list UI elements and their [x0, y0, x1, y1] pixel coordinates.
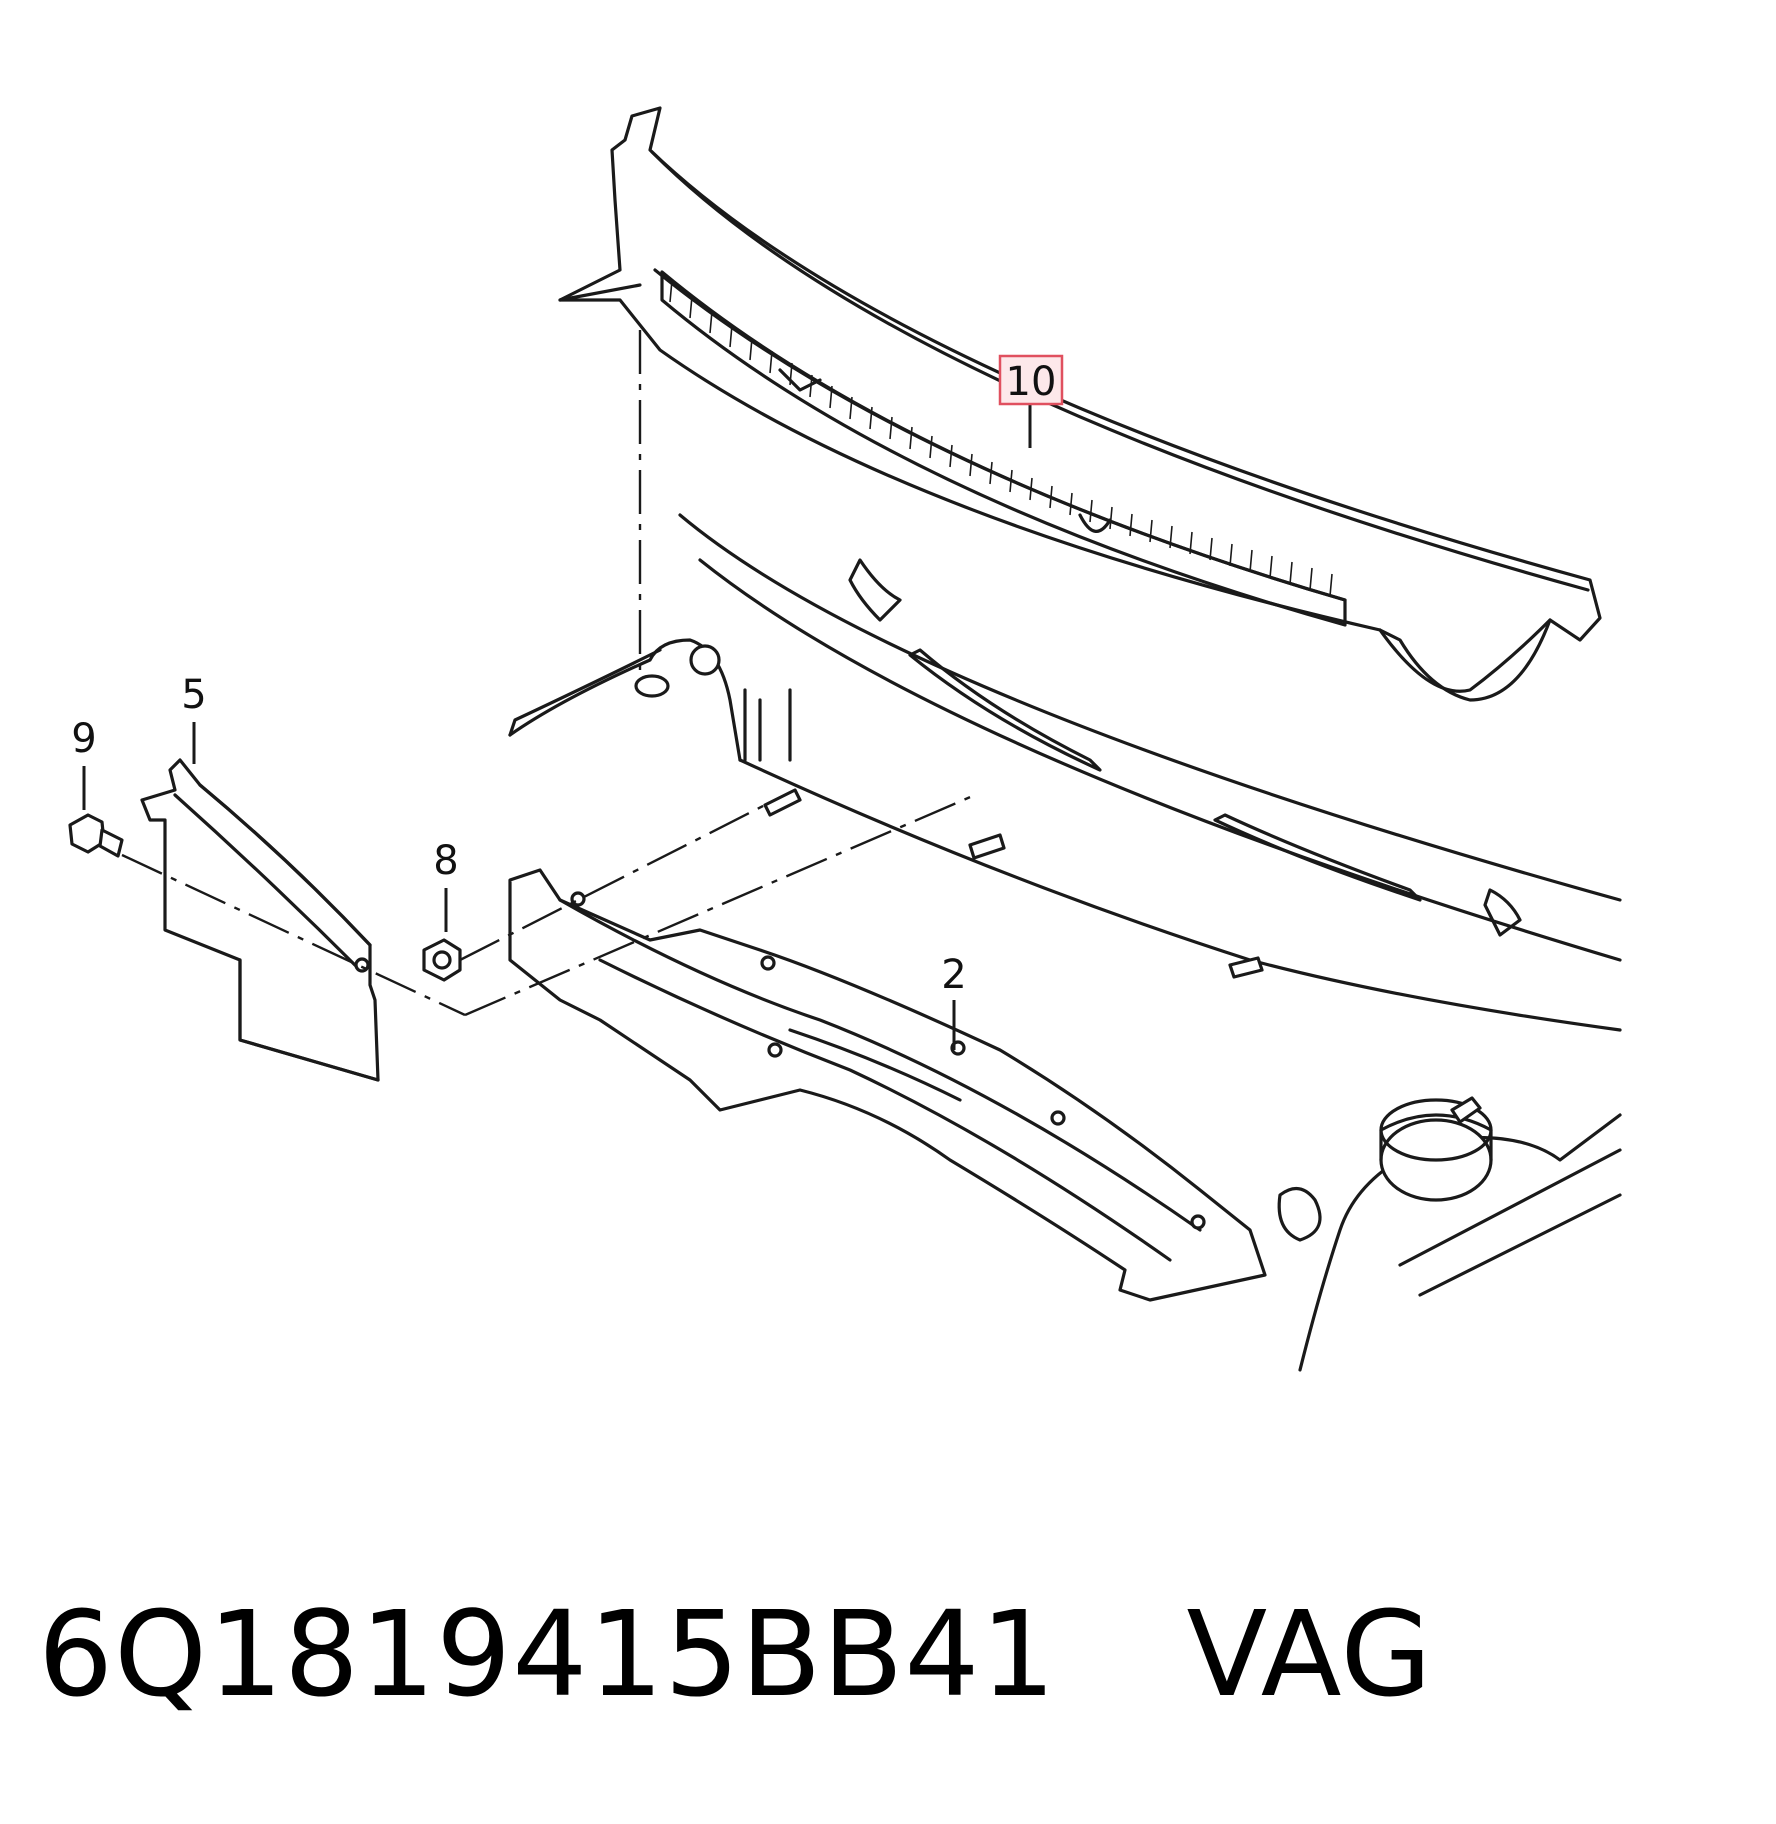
- strut-bolt: [1450, 1096, 1482, 1124]
- channel-clip-2: [760, 955, 776, 971]
- part-number-caption: 6Q1819415BB41 VAG: [38, 1585, 1433, 1723]
- part-number: 6Q1819415BB41: [38, 1585, 1057, 1723]
- bulkhead-hole-1: [689, 644, 721, 676]
- callout-leaders: [82, 402, 1032, 1050]
- strut-mount-top: [1379, 1113, 1493, 1162]
- cowl-grille-frame: [660, 270, 1347, 627]
- bulkhead-left-lip: [508, 648, 662, 737]
- callout-2-label[interactable]: 2: [941, 952, 966, 998]
- cowl-left-tab: [558, 283, 642, 302]
- channel-clip-4: [1050, 1110, 1066, 1126]
- strut-mount-ring: [1379, 1098, 1493, 1162]
- channel-clip-6: [767, 1042, 783, 1058]
- cowl-end-curve: [1378, 618, 1552, 693]
- channel-clip-5: [1190, 1214, 1206, 1230]
- bulkhead-upper-line: [678, 513, 1622, 902]
- channel-outline: [508, 868, 1267, 1302]
- strut-rail: [1398, 1148, 1622, 1297]
- body-bolts: [763, 788, 1264, 979]
- part-8-nut: [422, 938, 462, 982]
- bulkhead-tab-2: [1483, 888, 1522, 937]
- bulkhead-slot-1: [908, 648, 1102, 772]
- side-cover-outer-edge: [198, 783, 372, 947]
- side-cover-top-edge: [173, 793, 362, 972]
- bulkhead-ribs: [743, 688, 792, 762]
- callout-10-label[interactable]: 10: [1006, 359, 1057, 405]
- side-cover-flap: [238, 958, 380, 1082]
- assembly-line-nut: [459, 803, 766, 962]
- channel-groove: [598, 958, 1172, 1262]
- cowl-notch-2: [1078, 513, 1112, 533]
- bolt-9-shank: [98, 828, 124, 858]
- bulkhead-mid-line: [698, 558, 1622, 962]
- strut-tower: [1277, 1096, 1622, 1372]
- assembly-line-upper: [464, 793, 976, 1017]
- nut-8-hex: [422, 938, 462, 982]
- assembly-lines: [121, 330, 976, 1017]
- callout-5-label[interactable]: 5: [181, 672, 206, 718]
- channel-rib: [788, 1028, 962, 1102]
- callout-labels: 10 5 9 8 2: [71, 354, 1064, 998]
- part-9-bolt: [68, 813, 124, 858]
- bulkhead-body-panel: [508, 513, 1622, 1032]
- nut-8-bore: [432, 950, 452, 970]
- brand-name: VAG: [1186, 1585, 1433, 1723]
- channel-inner-edge: [558, 898, 1202, 1232]
- cowl-outline: [558, 106, 1602, 702]
- callout-8-label[interactable]: 8: [433, 838, 458, 884]
- bulkhead-lower-line: [738, 758, 1622, 1032]
- part-2-water-channel: [508, 868, 1267, 1302]
- body-bolt-3: [1228, 956, 1264, 979]
- assembly-line-bolt: [121, 853, 466, 1017]
- bulkhead-slot-2: [1213, 813, 1422, 902]
- body-bolt-1: [763, 788, 802, 817]
- cowl-notch-1: [778, 368, 822, 392]
- body-bolt-2: [968, 833, 1006, 860]
- strut-bracket: [1277, 1187, 1322, 1242]
- callout-10-highlight: [998, 354, 1064, 406]
- part-10-cowl-panel: [558, 106, 1602, 702]
- strut-tower-outline: [1298, 1113, 1622, 1372]
- bulkhead-hole-2: [634, 674, 670, 698]
- bulkhead-tab-1: [848, 558, 902, 622]
- callout-9-label[interactable]: 9: [71, 716, 96, 762]
